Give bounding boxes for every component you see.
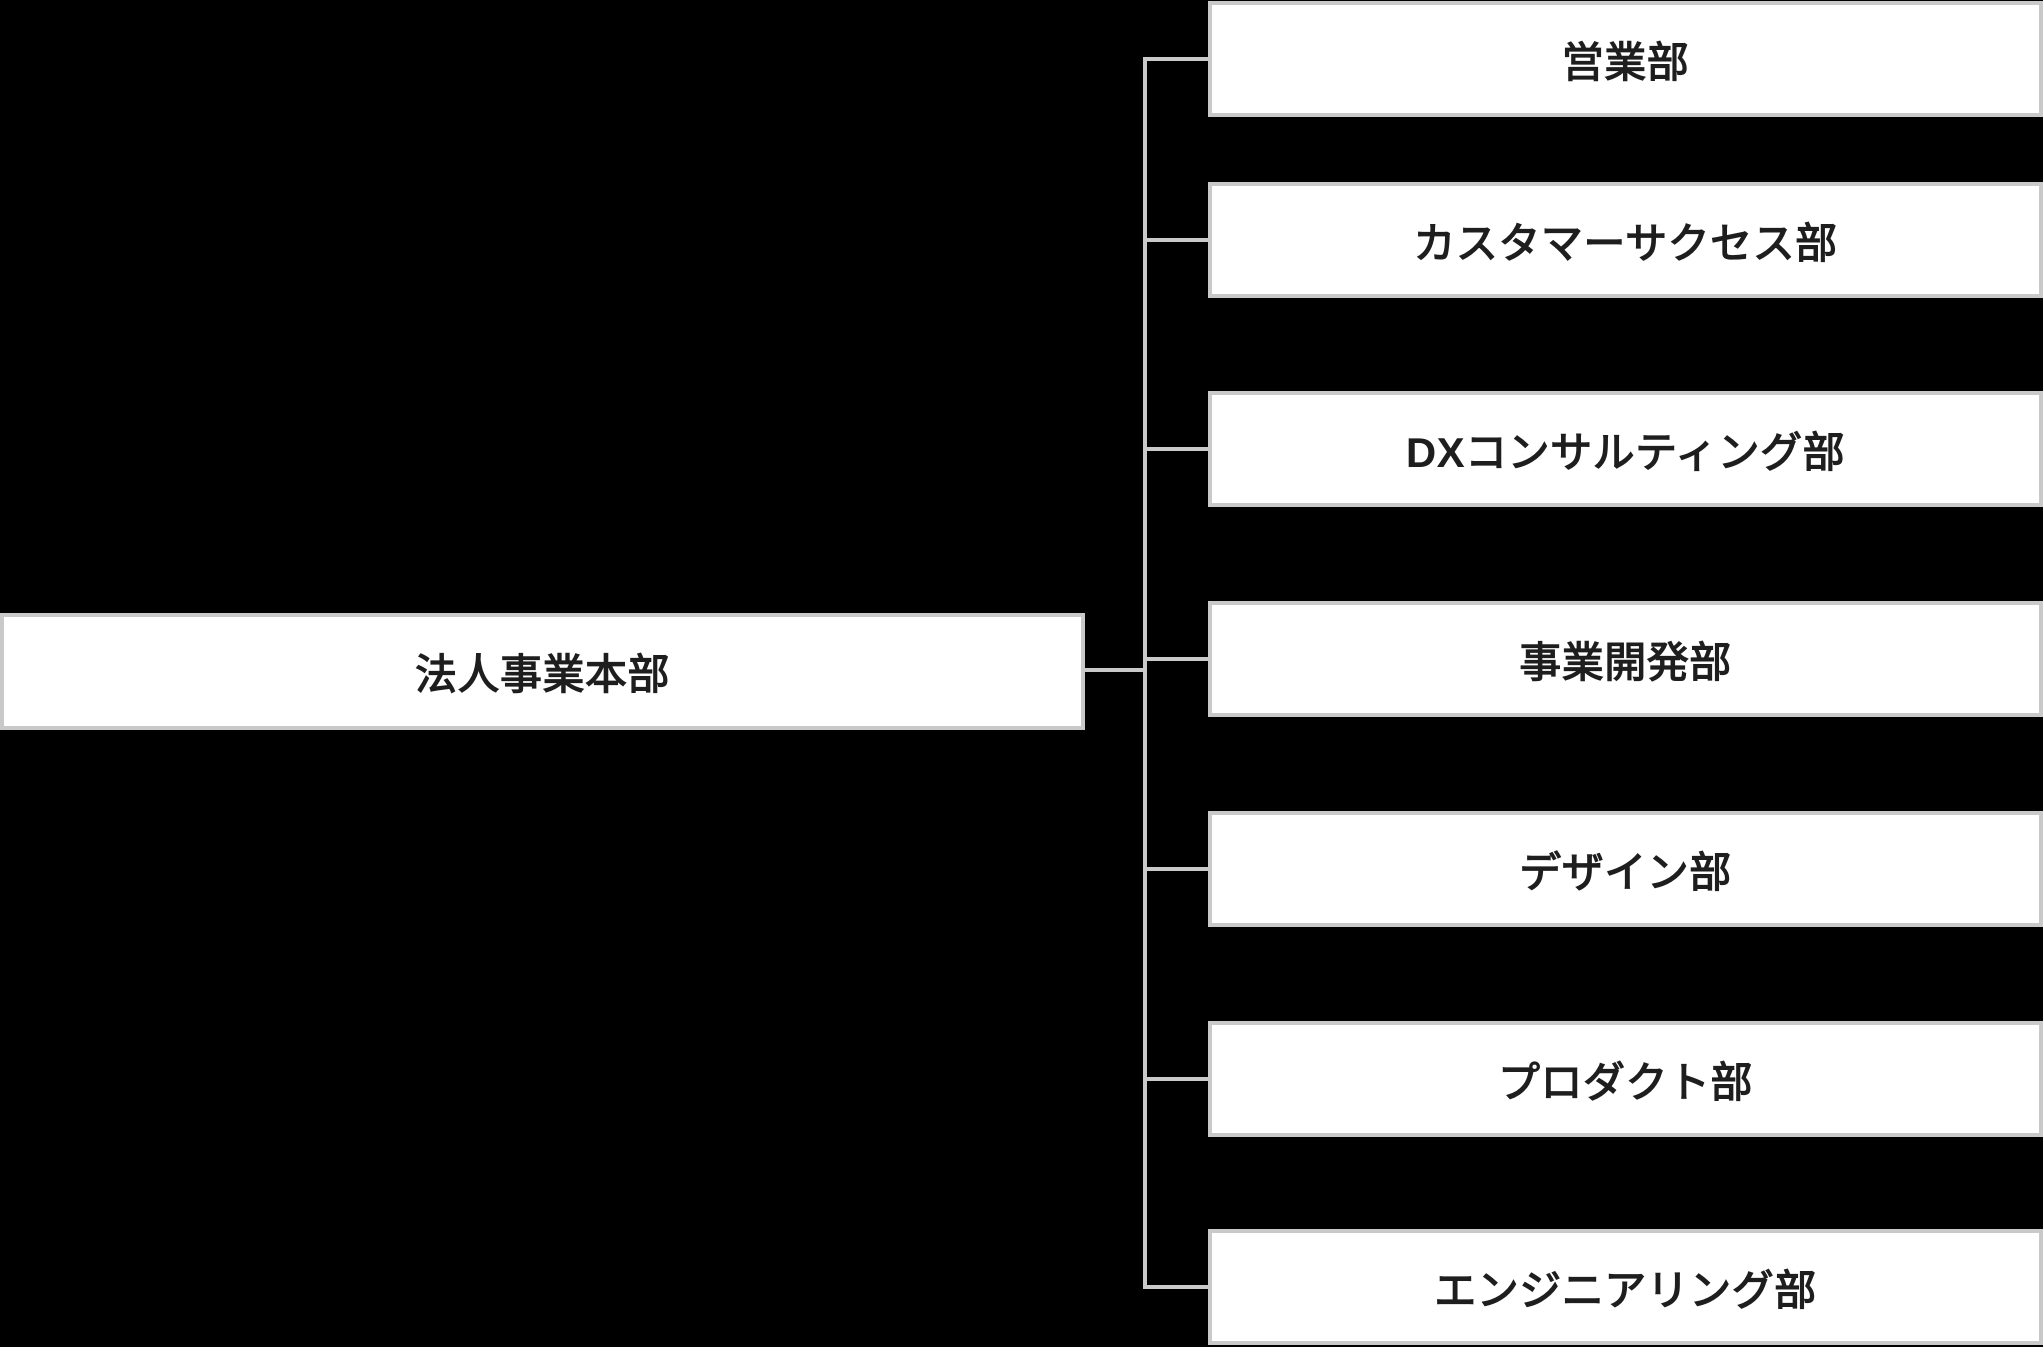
connector-trunk: [1143, 57, 1147, 1289]
root-box: 法人事業本部: [0, 613, 1085, 730]
connector-branch-design: [1143, 867, 1208, 871]
dept-box-customer-success: カスタマーサクセス部: [1208, 182, 2043, 298]
dept-box-product: プロダクト部: [1208, 1021, 2043, 1137]
dept-box-dx-consulting: DXコンサルティング部: [1208, 391, 2043, 507]
dept-box-business-development: 事業開発部: [1208, 601, 2043, 717]
dept-label: プロダクト部: [1497, 1058, 1753, 1106]
dept-label: カスタマーサクセス部: [1413, 219, 1838, 267]
dept-box-engineering: エンジニアリング部: [1208, 1229, 2043, 1345]
dept-label: 営業部: [1561, 38, 1690, 86]
connector-branch-dx-consulting: [1143, 447, 1208, 451]
connector-branch-customer-success: [1143, 238, 1208, 242]
dept-label: 事業開発部: [1519, 638, 1732, 686]
dept-label: エンジニアリング部: [1434, 1266, 1817, 1314]
connector-branch-business-development: [1143, 657, 1208, 661]
dept-label: DXコンサルティング部: [1405, 428, 1846, 476]
dept-box-design: デザイン部: [1208, 811, 2043, 927]
connector-root: [1085, 668, 1147, 672]
dept-box-sales: 営業部: [1208, 1, 2043, 117]
connector-branch-engineering: [1143, 1285, 1208, 1289]
dept-label: デザイン部: [1519, 848, 1732, 896]
root-label: 法人事業本部: [414, 651, 670, 698]
connector-branch-sales: [1143, 57, 1208, 61]
connector-branch-product: [1143, 1077, 1208, 1081]
